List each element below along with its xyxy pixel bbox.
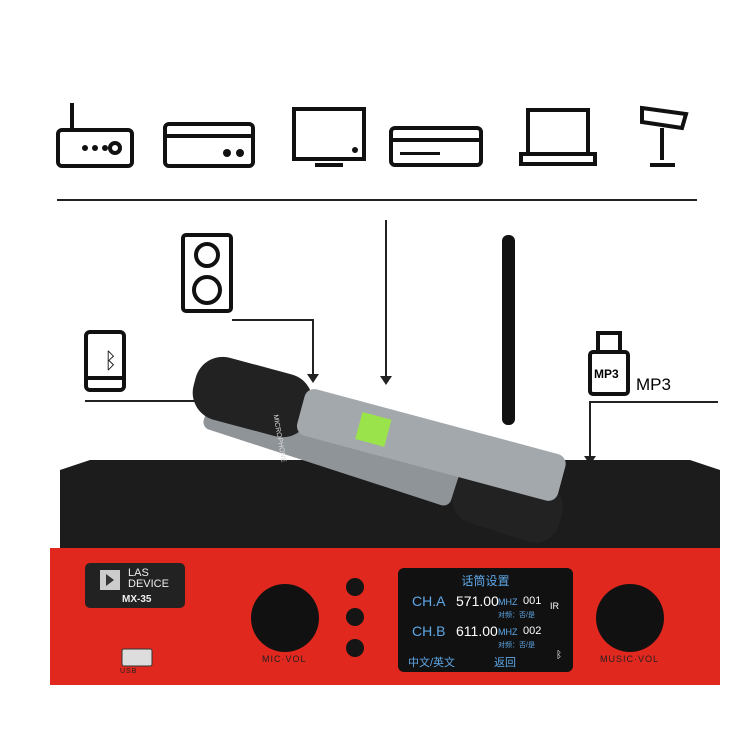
brand-line1: LAS [128, 567, 149, 579]
model-label: MX-35 [122, 594, 152, 605]
ir-label: IR [550, 601, 559, 611]
back-option: 返回 [494, 657, 516, 669]
bluetooth-icon: ᛒ [104, 348, 117, 373]
cha-name: CH.A [412, 593, 446, 609]
language-option: 中文/英文 [408, 657, 456, 669]
usb-mp3-icon [588, 331, 630, 396]
play-pause-button [346, 608, 364, 626]
prev-button [346, 578, 364, 596]
mic-volume-knob [251, 584, 319, 652]
speaker-icon [181, 233, 233, 313]
chb-num: 002 [523, 625, 542, 637]
chb-freq: 611.00 [456, 623, 498, 639]
cha-freq: 571.00 [456, 593, 499, 609]
play-logo-icon [106, 574, 114, 586]
tv-icon [292, 107, 366, 167]
music-volume-knob [596, 584, 664, 652]
laptop-icon [519, 108, 597, 166]
chb-unit: MHZ [498, 627, 518, 637]
cha-pair: 对频：否/是 [498, 612, 535, 619]
router-icon [56, 103, 134, 168]
usb-label: USB [120, 668, 138, 675]
music-vol-label: MUSIC·VOL [600, 654, 660, 664]
mp3-badge: MP3 [594, 367, 619, 381]
chb-name: CH.B [412, 623, 446, 639]
music-stand-icon [640, 105, 689, 167]
cha-unit: MHZ [498, 597, 518, 607]
chb-pair: 对频：否/是 [498, 642, 535, 649]
bluetooth-phone-icon [84, 330, 126, 392]
mic-vol-label: MIC·VOL [262, 654, 307, 664]
microphone-front [192, 356, 566, 501]
mp3-text: MP3 [636, 375, 671, 394]
lcd-screen: 话筒设置 CH.A 571.00 MHZ 001 对频：否/是 CH.B 611… [398, 568, 573, 672]
dvd-player-icon [389, 126, 483, 167]
usb-port [121, 648, 153, 667]
set-top-box-icon [163, 122, 255, 168]
screen-bluetooth-icon: ᛒ [556, 650, 562, 661]
next-button [346, 639, 364, 657]
antenna [502, 235, 515, 425]
cha-num: 001 [523, 595, 542, 607]
screen-title: 话筒设置 [461, 574, 510, 588]
brand-line2: DEVICE [128, 578, 169, 590]
